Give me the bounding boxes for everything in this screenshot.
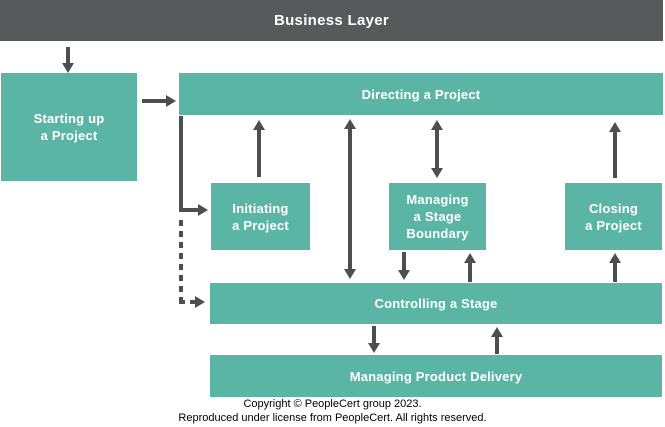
business-layer-header: Business Layer xyxy=(0,0,663,41)
arrow-head-up-icon xyxy=(344,119,356,129)
arrow-head-up-icon xyxy=(609,253,621,263)
arrow-line xyxy=(257,129,261,177)
arrow-closing-to-directing xyxy=(609,122,621,178)
arrow-line xyxy=(613,262,617,282)
process-box-controlling-a-stage: Controlling a Stage xyxy=(210,283,662,324)
arrow-head-up-icon xyxy=(431,120,443,130)
arrow-starting-up-to-directing xyxy=(142,95,176,107)
arrow-line xyxy=(468,262,472,282)
arrow-head-up-icon xyxy=(253,120,265,130)
business-layer-title: Business Layer xyxy=(273,12,390,29)
arrow-line xyxy=(402,252,406,271)
process-box-managing-a-stage-boundary: Managing a Stage Boundary xyxy=(389,183,486,250)
process-box-initiating-a-project: Initiating a Project xyxy=(211,183,310,250)
copyright-footer: Copyright © PeopleCert group 2023. Repro… xyxy=(0,398,665,425)
arrow-line xyxy=(372,326,376,344)
process-box-directing-a-project: Directing a Project xyxy=(179,73,663,115)
arrow-stage-boundary-to-controlling xyxy=(398,252,410,281)
process-box-starting-up-a-project: Starting up a Project xyxy=(1,73,137,181)
arrow-line xyxy=(348,128,352,270)
arrow-head-up-icon xyxy=(491,327,503,337)
arrow-line-horizontal xyxy=(179,208,199,212)
process-box-closing-a-project: Closing a Project xyxy=(565,183,662,250)
arrow-controlling-to-stage-boundary xyxy=(464,253,476,282)
arrow-head-down-icon xyxy=(398,270,410,280)
arrow-line xyxy=(142,99,167,103)
dashed-line-horizontal xyxy=(179,300,196,304)
copyright-line-2: Reproduced under license from PeopleCert… xyxy=(178,411,487,424)
arrow-initiating-to-directing xyxy=(253,120,265,177)
arrow-head-down-icon xyxy=(431,168,443,178)
arrow-controlling-to-product-delivery xyxy=(368,326,380,354)
arrow-head-up-icon xyxy=(609,122,621,132)
arrow-line xyxy=(66,47,70,64)
dashed-arrow-directing-to-controlling-elbow xyxy=(179,220,207,310)
dashed-line-vertical xyxy=(179,220,183,300)
process-box-managing-product-delivery: Managing Product Delivery xyxy=(210,355,662,397)
arrow-product-delivery-to-controlling xyxy=(491,327,503,354)
arrow-head-right-icon xyxy=(195,296,205,308)
arrow-directing-stage-boundary-bidirectional xyxy=(431,120,443,178)
arrow-directing-controlling-bidirectional xyxy=(344,119,356,279)
arrow-head-up-icon xyxy=(464,253,476,263)
arrow-head-right-icon xyxy=(198,204,208,216)
copyright-line-1: Copyright © PeopleCert group 2023. xyxy=(243,398,422,410)
arrow-line xyxy=(613,131,617,178)
arrow-head-down-icon xyxy=(368,343,380,353)
arrow-head-down-icon xyxy=(62,63,74,73)
arrow-line xyxy=(495,336,499,354)
arrow-line xyxy=(435,129,439,169)
arrow-directing-to-initiating-elbow xyxy=(179,116,209,216)
arrow-business-layer-to-starting-up xyxy=(62,47,74,73)
arrow-controlling-to-closing xyxy=(609,253,621,282)
arrow-head-down-icon xyxy=(344,269,356,279)
arrow-head-right-icon xyxy=(166,95,176,107)
arrow-line-vertical xyxy=(179,116,183,212)
